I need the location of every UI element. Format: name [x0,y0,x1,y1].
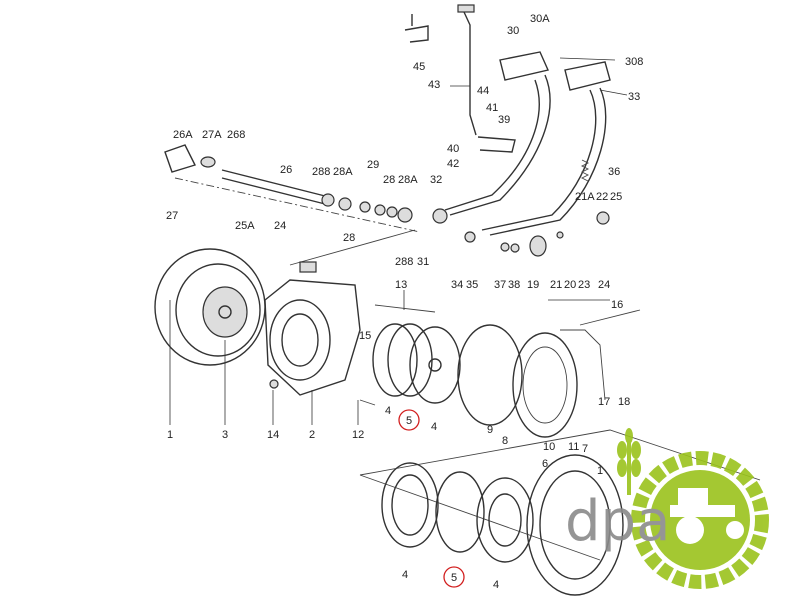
brake-discs [359,304,641,438]
part-label: 4 [385,405,391,417]
lower-assembly [359,429,761,596]
part-label: 8 [502,435,508,447]
part-label: 5 [451,572,457,584]
part-label: 19 [527,279,539,291]
part-label: 2 [309,429,315,441]
part-label: 33 [628,91,640,103]
part-label: 38 [508,279,520,291]
part-label: 31 [417,256,429,268]
part-label: 12 [352,429,364,441]
part-label: 17 [598,396,610,408]
part-label: 28 [383,174,395,186]
part-label: 28A [398,174,418,186]
part-label: 34 [451,279,463,291]
part-label: 29 [367,159,379,171]
part-label: 44 [477,85,489,97]
part-label: 24 [598,279,610,291]
part-label: 15 [359,330,371,342]
part-label: 40 [447,143,459,155]
part-label: 26A [173,129,193,141]
part-label: 28A [333,166,353,178]
part-label: 4 [493,579,499,591]
part-label: 30A [530,13,550,25]
part-label: 27A [202,129,222,141]
wheat-icon [617,428,641,495]
part-label: 21 [550,279,562,291]
dpa-logo: dpa [565,428,769,589]
part-label: 9 [487,424,493,436]
part-label: 36 [608,166,620,178]
part-label: 39 [498,114,510,126]
part-label: 37 [494,279,506,291]
part-label: 23 [578,279,590,291]
part-label: 45 [413,61,425,73]
part-label: 13 [395,279,407,291]
part-label: 4 [402,569,408,581]
part-label: 268 [227,129,245,141]
logo-text: dpa [565,489,670,554]
part-label: 288 [312,166,330,178]
part-label: 11 [568,441,579,453]
part-label: 25 [610,191,622,203]
part-label: 27 [166,210,178,222]
part-label: 3 [222,429,228,441]
part-label: 308 [625,56,643,68]
axle-housing [264,279,361,396]
part-label: 35 [466,279,478,291]
cross-shaft [164,144,421,273]
part-label: 1 [597,465,603,477]
part-label: 30 [507,25,519,37]
part-label: 16 [611,299,623,311]
part-label: 22 [596,191,608,203]
part-label: 14 [267,429,279,441]
part-label: 26 [280,164,292,176]
brake-drum-housing [154,248,266,366]
part-label: 43 [428,79,440,91]
part-label: 32 [430,174,442,186]
part-label: 28 [343,232,355,244]
part-label: 25A [235,220,255,232]
part-label: 10 [543,441,555,453]
highlight-circle [443,566,465,588]
part-label: 5 [406,415,412,427]
part-label: 20 [564,279,576,291]
part-labels: 45 30A 30 308 43 44 41 39 33 40 42 26A 2… [166,13,643,591]
leader-lines [169,57,628,425]
part-label: 41 [486,102,498,114]
part-label: 7 [582,443,588,455]
part-label: 42 [447,158,459,170]
part-label: 21A [575,191,595,203]
part-label: 18 [618,396,630,408]
part-label: 4 [431,421,437,433]
part-label: 6 [542,458,548,470]
brake-pedals [432,51,611,236]
part-label: 24 [274,220,286,232]
tractor-icon [670,488,744,544]
parking-lever [404,4,516,153]
part-label: 288 [395,256,413,268]
pedal-small-parts [464,159,610,257]
part-label: 1 [167,429,173,441]
highlight-circle [398,409,420,431]
